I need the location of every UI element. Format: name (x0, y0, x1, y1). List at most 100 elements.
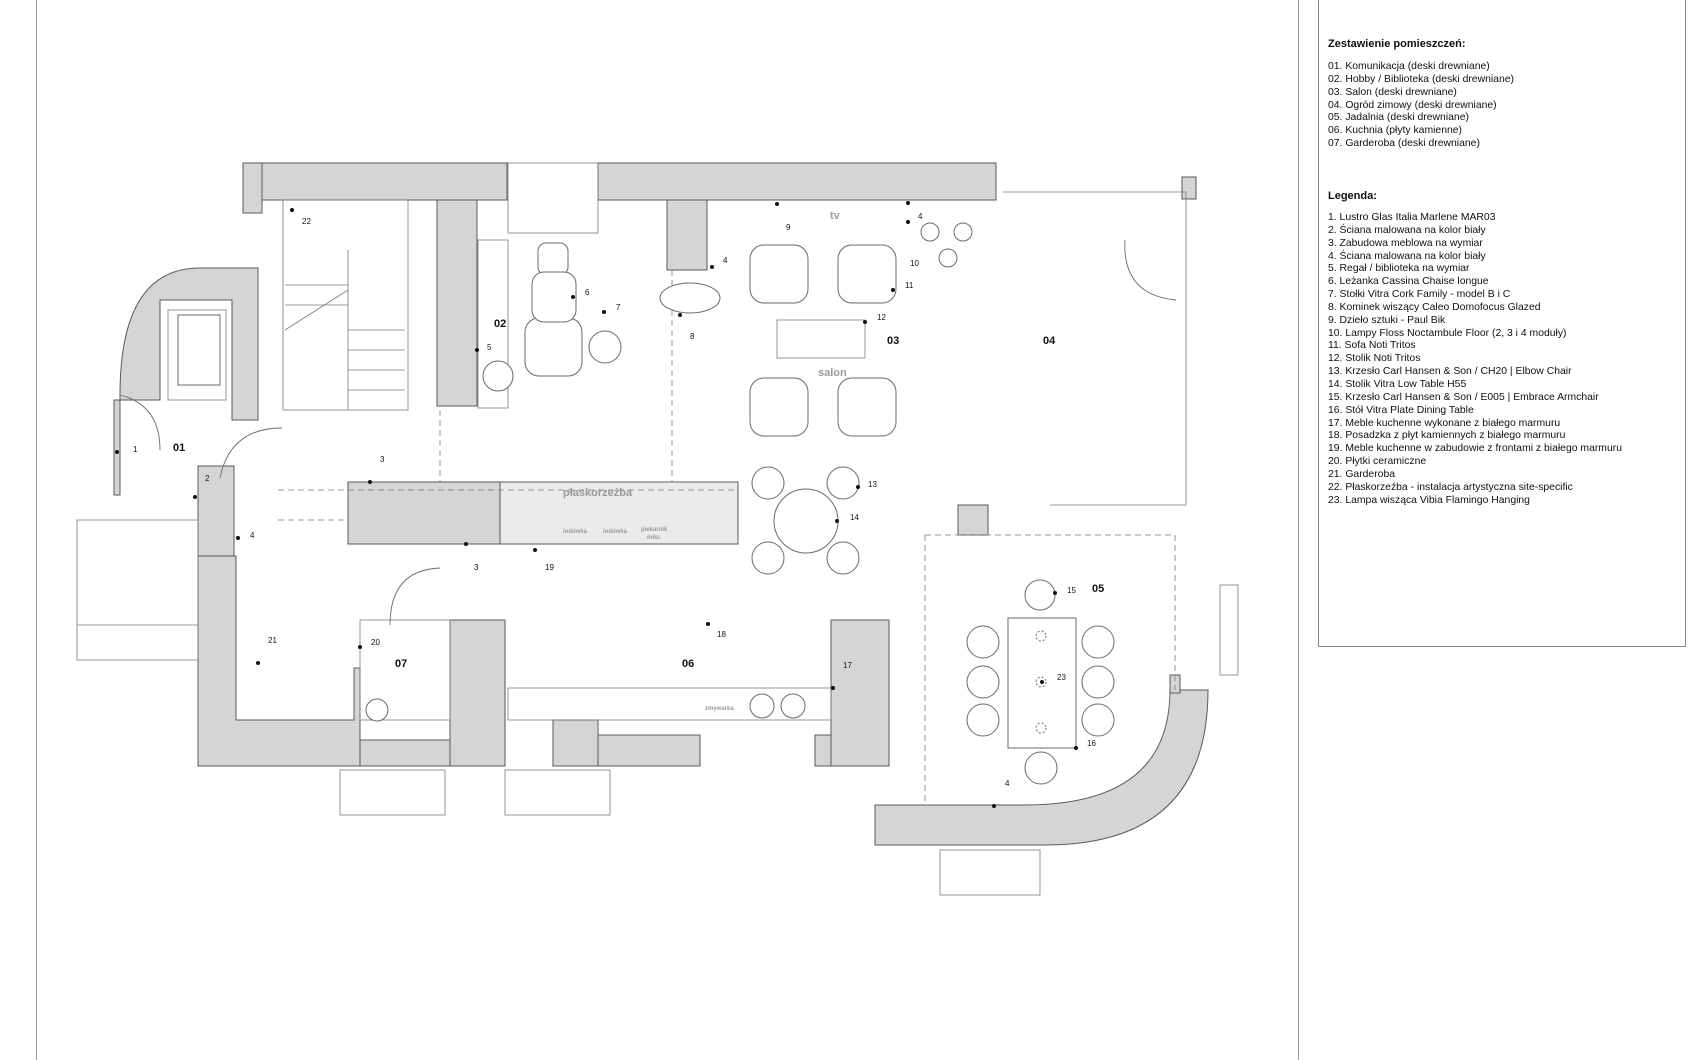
dining-chair (966, 625, 1000, 659)
callout: 3 (474, 563, 479, 572)
legend-entry: 11. Sofa Noti Tritos (1328, 340, 1416, 352)
stair-hall (282, 199, 409, 411)
floor-lamp (920, 222, 940, 242)
wall (1181, 176, 1197, 200)
sofa (749, 244, 809, 304)
room-entry: 06. Kuchnia (płyty kamienne) (1328, 125, 1462, 137)
legend-entry: 8. Kominek wiszący Caleo Domofocus Glaze… (1328, 301, 1541, 313)
floor-plan: 01 02 03 04 05 06 07 płaskorzeźba tv sal… (76, 162, 1239, 896)
rooms-list: 01. Komunikacja (deski drewniane)02. Hob… (1328, 61, 1514, 151)
callout: 4 (1005, 779, 1010, 788)
legend-entry: 14. Stolik Vitra Low Table H55 (1328, 378, 1467, 390)
fridge-label: lodówka (603, 529, 628, 535)
wall (552, 719, 599, 767)
sink-bowl (780, 693, 806, 719)
legend-entry: 23. Lampa wisząca Vibia Flamingo Hanging (1328, 494, 1530, 506)
wall (197, 465, 235, 557)
fridge-label: lodówka (563, 529, 588, 535)
wall (597, 162, 997, 201)
callout: 1 (133, 445, 138, 454)
legend-panel: Zestawienie pomieszczeń: 01. Komunikacja… (1318, 0, 1686, 647)
legend-entry: 2. Ściana malowana na kolor biały (1328, 224, 1486, 236)
legend-entry: 7. Stołki Vitra Cork Family - model B i … (1328, 289, 1511, 301)
sofa (837, 377, 897, 437)
lift (167, 309, 227, 401)
chaise-cushion (537, 242, 569, 276)
wall (197, 555, 361, 767)
dining-chair (1081, 665, 1115, 699)
dining-chair (1024, 751, 1058, 785)
oven-label: mikr. (647, 535, 661, 541)
window-bottom-2 (504, 769, 611, 816)
lounge-chair (751, 466, 785, 500)
room-entry: 03. Salon (deski drewniane) (1328, 86, 1457, 98)
oven-label: piekarnik (641, 527, 668, 533)
legend-entry: 21. Garderoba (1328, 468, 1396, 480)
chaise-back (531, 271, 577, 323)
room-numbers: 01 02 03 04 05 06 07 (173, 318, 1104, 670)
entrance-block (76, 519, 199, 661)
door-swing (219, 427, 283, 479)
callout: 4 (250, 531, 255, 540)
room-entry: 04. Ogród zimowy (deski drewniane) (1328, 99, 1497, 111)
room-entry: 07. Garderoba (deski drewniane) (1328, 138, 1480, 150)
area-labels: płaskorzeźba tv salon lodówka lodówka pi… (563, 210, 847, 712)
sofa (837, 244, 897, 304)
legend-entry: 16. Stół Vitra Plate Dining Table (1328, 404, 1474, 416)
wall (113, 267, 259, 496)
kitchen-island-light (499, 481, 739, 545)
floor-lamp (953, 222, 973, 242)
room-number: 05 (1092, 583, 1104, 595)
window-bottom-3 (939, 849, 1041, 896)
room-number: 07 (395, 658, 407, 670)
callout: 4 (918, 212, 923, 221)
lift-machinery (177, 314, 221, 386)
leader-dots (115, 201, 1078, 808)
callout: 23 (1057, 673, 1066, 682)
fireplace (659, 282, 721, 314)
callout: 21 (268, 636, 277, 645)
tv-table (776, 319, 866, 359)
dining-chair (1081, 625, 1115, 659)
door-swing (1124, 239, 1177, 301)
legend-entry: 4. Ściana malowana na kolor biały (1328, 250, 1486, 262)
wall (830, 619, 890, 767)
legend-heading: Legenda: (1328, 190, 1377, 202)
room-entry: 01. Komunikacja (deski drewniane) (1328, 61, 1490, 72)
stool (588, 330, 622, 364)
kitchen-counter (507, 687, 832, 721)
room-number: 01 (173, 442, 185, 454)
wall (814, 734, 832, 767)
low-table (773, 488, 839, 554)
dining-chair (966, 665, 1000, 699)
door-swing (119, 394, 161, 451)
armchair (1024, 579, 1056, 611)
garderobe-box (359, 619, 451, 721)
wall (874, 689, 1209, 846)
living-label: salon (818, 367, 847, 379)
room-entry: 02. Hobby / Biblioteka (deski drewniane) (1328, 73, 1514, 85)
callout: 16 (1087, 739, 1096, 748)
kitchen-island-dark (347, 481, 501, 545)
callouts: 1 2 3 3 4 4 4 4 5 6 7 8 9 10 11 12 13 14… (133, 212, 1096, 788)
window-bottom-1 (339, 769, 446, 816)
dining-chair (1081, 703, 1115, 737)
callout: 15 (1067, 586, 1076, 595)
pendant-lamp (1035, 630, 1047, 642)
legend-entry: 1. Lustro Glas Italia Marlene MAR03 (1328, 212, 1496, 223)
wall (359, 739, 451, 767)
callout: 10 (910, 259, 919, 268)
wall (242, 162, 263, 214)
wall (242, 162, 508, 201)
dining-dashed (925, 534, 1176, 690)
stair-treads (284, 284, 405, 391)
legend-entry: 5. Regał / biblioteka na wymiar (1328, 263, 1470, 275)
wall (436, 199, 478, 407)
legend-entry: 20. Płytki ceramiczne (1328, 456, 1427, 468)
sink-label: zmywarka (705, 706, 734, 712)
room-number: 04 (1043, 335, 1056, 347)
callout: 9 (786, 223, 791, 232)
callout: 12 (877, 313, 886, 322)
